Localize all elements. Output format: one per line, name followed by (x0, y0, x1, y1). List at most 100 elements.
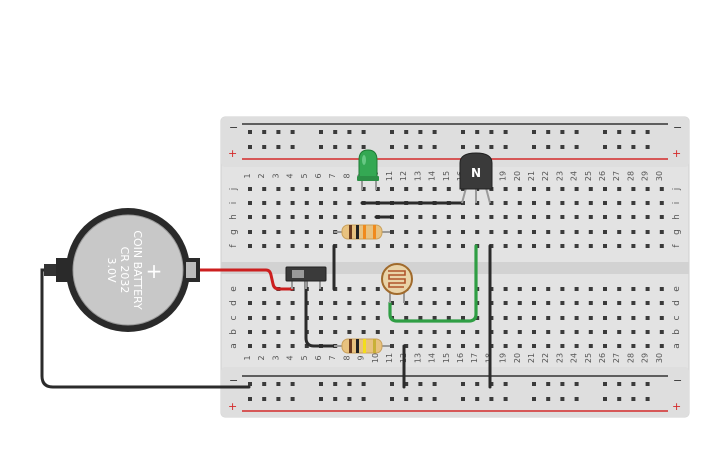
terminal-hole[interactable] (588, 215, 593, 219)
terminal-hole[interactable] (574, 316, 579, 320)
terminal-hole[interactable] (432, 330, 437, 334)
terminal-hole[interactable] (290, 215, 295, 219)
terminal-hole[interactable] (347, 287, 352, 291)
terminal-hole[interactable] (574, 244, 579, 248)
terminal-hole[interactable] (659, 201, 664, 205)
terminal-hole[interactable] (631, 201, 636, 205)
terminal-hole[interactable] (276, 201, 281, 205)
rail-hole[interactable] (503, 397, 508, 401)
terminal-hole[interactable] (390, 344, 394, 348)
terminal-hole[interactable] (290, 344, 295, 348)
terminal-hole[interactable] (333, 316, 338, 320)
terminal-hole[interactable] (475, 215, 480, 219)
rail-hole[interactable] (361, 145, 366, 149)
rail-hole[interactable] (404, 145, 409, 149)
rail-hole[interactable] (418, 145, 423, 149)
terminal-hole[interactable] (432, 301, 437, 305)
terminal-hole[interactable] (603, 201, 607, 205)
terminal-hole[interactable] (361, 244, 366, 248)
rail-hole[interactable] (432, 397, 437, 401)
rail-hole[interactable] (276, 397, 281, 401)
terminal-hole[interactable] (588, 344, 593, 348)
rail-hole[interactable] (617, 397, 622, 401)
terminal-hole[interactable] (404, 244, 409, 248)
rail-hole[interactable] (461, 397, 465, 401)
terminal-hole[interactable] (503, 201, 508, 205)
terminal-hole[interactable] (517, 330, 522, 334)
rail-hole[interactable] (645, 130, 650, 134)
terminal-hole[interactable] (560, 301, 565, 305)
terminal-hole[interactable] (517, 301, 522, 305)
rail-hole[interactable] (574, 397, 579, 401)
terminal-hole[interactable] (574, 301, 579, 305)
terminal-hole[interactable] (546, 215, 551, 219)
rail-hole[interactable] (248, 397, 252, 401)
terminal-hole[interactable] (517, 201, 522, 205)
rail-hole[interactable] (461, 145, 465, 149)
terminal-hole[interactable] (574, 287, 579, 291)
rail-hole[interactable] (333, 397, 338, 401)
rail-hole[interactable] (404, 397, 409, 401)
terminal-hole[interactable] (461, 316, 465, 320)
terminal-hole[interactable] (574, 215, 579, 219)
terminal-hole[interactable] (532, 330, 536, 334)
terminal-hole[interactable] (446, 344, 451, 348)
terminal-hole[interactable] (546, 330, 551, 334)
terminal-hole[interactable] (503, 287, 508, 291)
terminal-hole[interactable] (262, 215, 267, 219)
rail-hole[interactable] (361, 130, 366, 134)
rail-hole[interactable] (390, 382, 394, 386)
terminal-hole[interactable] (546, 316, 551, 320)
terminal-hole[interactable] (333, 215, 338, 219)
terminal-hole[interactable] (503, 344, 508, 348)
terminal-hole[interactable] (588, 287, 593, 291)
rail-hole[interactable] (333, 145, 338, 149)
rail-hole[interactable] (546, 397, 551, 401)
rail-hole[interactable] (432, 145, 437, 149)
terminal-hole[interactable] (546, 187, 551, 191)
terminal-hole[interactable] (503, 215, 508, 219)
terminal-hole[interactable] (617, 344, 622, 348)
terminal-hole[interactable] (631, 230, 636, 234)
terminal-hole[interactable] (503, 316, 508, 320)
terminal-hole[interactable] (446, 316, 451, 320)
terminal-hole[interactable] (304, 344, 309, 348)
terminal-hole[interactable] (461, 301, 465, 305)
terminal-hole[interactable] (418, 244, 423, 248)
terminal-hole[interactable] (404, 344, 409, 348)
terminal-hole[interactable] (361, 187, 366, 191)
rail-hole[interactable] (546, 382, 551, 386)
rail-hole[interactable] (418, 397, 423, 401)
rail-hole[interactable] (290, 382, 295, 386)
rail-hole[interactable] (475, 145, 480, 149)
terminal-hole[interactable] (248, 244, 252, 248)
terminal-hole[interactable] (404, 215, 409, 219)
terminal-hole[interactable] (446, 187, 451, 191)
rail-hole[interactable] (631, 397, 636, 401)
terminal-hole[interactable] (290, 301, 295, 305)
terminal-hole[interactable] (404, 187, 409, 191)
terminal-hole[interactable] (333, 201, 338, 205)
terminal-hole[interactable] (461, 230, 465, 234)
terminal-hole[interactable] (631, 287, 636, 291)
terminal-hole[interactable] (645, 230, 650, 234)
terminal-hole[interactable] (517, 344, 522, 348)
terminal-hole[interactable] (475, 330, 480, 334)
green-led[interactable] (357, 149, 379, 190)
terminal-hole[interactable] (532, 187, 536, 191)
rail-hole[interactable] (645, 397, 650, 401)
terminal-hole[interactable] (333, 330, 338, 334)
terminal-hole[interactable] (560, 187, 565, 191)
terminal-hole[interactable] (517, 316, 522, 320)
terminal-hole[interactable] (645, 344, 650, 348)
terminal-hole[interactable] (347, 215, 352, 219)
terminal-hole[interactable] (645, 301, 650, 305)
terminal-hole[interactable] (461, 344, 465, 348)
terminal-hole[interactable] (659, 230, 664, 234)
terminal-hole[interactable] (248, 344, 252, 348)
rail-hole[interactable] (461, 382, 465, 386)
rail-hole[interactable] (319, 145, 323, 149)
terminal-hole[interactable] (560, 330, 565, 334)
coin-battery[interactable]: COIN BATTERY CR 2032 3.0V + (44, 208, 200, 332)
terminal-hole[interactable] (517, 187, 522, 191)
